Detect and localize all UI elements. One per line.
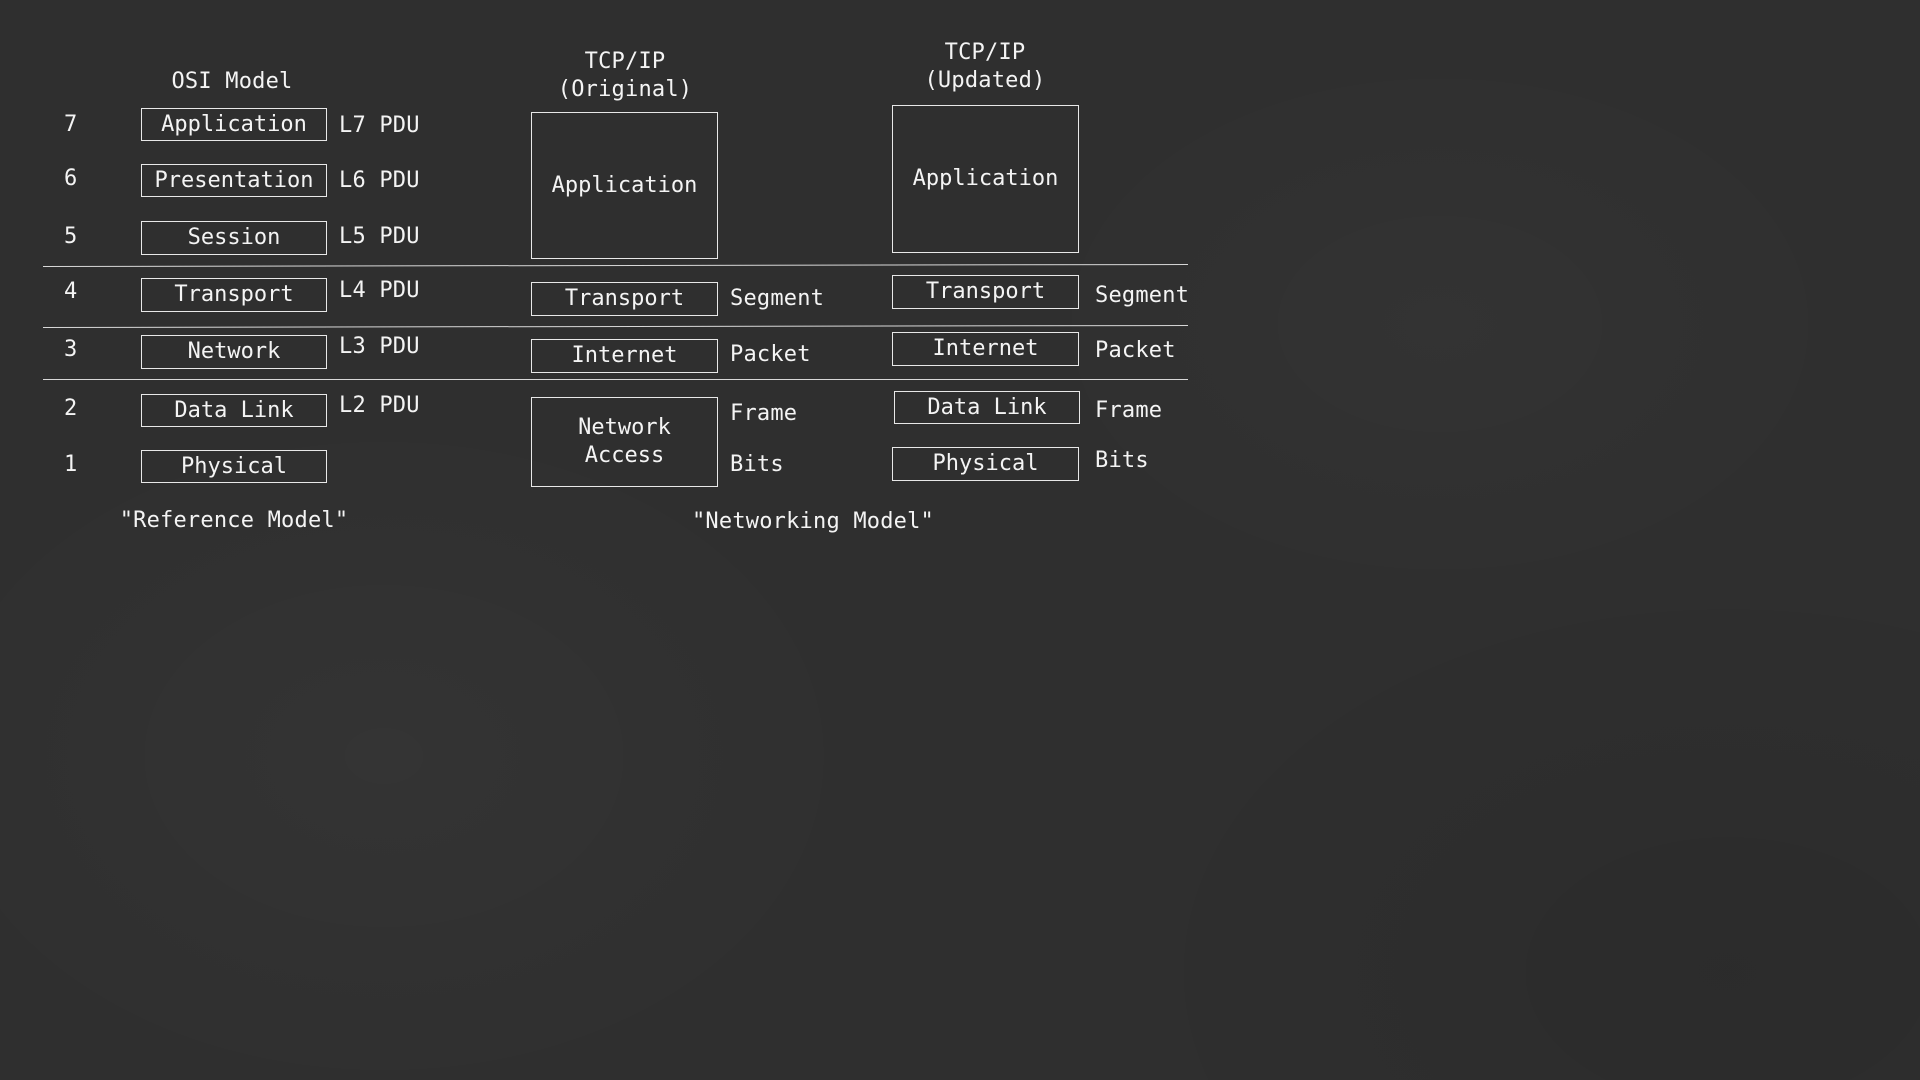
tcpip-updated-bits-label: Bits [1095,448,1149,473]
osi-layer-number-1: 1 [64,452,78,477]
tcpip-original-application-label: Application [551,172,698,198]
tcpip-original-bits-label: Bits [730,452,784,477]
osi-layer-application: Application [141,108,327,141]
osi-pdu-l6: L6 PDU [339,168,420,193]
tcpip-updated-internet-layer: Internet [892,332,1079,366]
osi-layer-data-link-label: Data Link [174,397,294,423]
osi-layer-number-6: 6 [64,166,78,191]
tcpip-updated-transport-layer: Transport [892,275,1079,309]
osi-layer-physical: Physical [141,450,327,483]
osi-layer-data-link: Data Link [141,394,327,427]
tcpip-updated-application-label: Application [912,166,1059,191]
osi-pdu-l7: L7 PDU [339,113,420,138]
osi-layer-session-label: Session [187,225,281,250]
tcpip-original-title-line1: TCP/IP [584,49,666,74]
osi-layer-presentation: Presentation [141,164,327,197]
tcpip-original-internet-label: Internet [571,343,678,368]
tcpip-original-network-access-label: Network Access [578,415,671,468]
tcpip-updated-frame-label: Frame [1095,398,1163,423]
osi-pdu-l3: L3 PDU [339,334,420,359]
osi-layer-network: Network [141,335,327,369]
separator-line-upper [43,264,1188,267]
tcpip-updated-physical-label: Physical [932,451,1039,476]
tcpip-original-transport-label: Transport [564,286,685,311]
reference-model-caption: "Reference Model" [119,508,349,533]
separator-line-middle [43,325,1188,328]
tcpip-updated-physical-layer: Physical [892,447,1079,481]
tcpip-original-network-access-layer: Network Access [531,397,718,487]
tcpip-updated-data-link-layer: Data Link [894,391,1080,424]
tcpip-updated-transport-label: Transport [925,279,1046,304]
osi-layer-number-5: 5 [64,224,78,249]
osi-layer-number-4: 4 [64,279,78,304]
osi-layer-number-2: 2 [64,396,78,421]
tcpip-updated-application-layer: Application [892,105,1079,253]
osi-layer-number-3: 3 [64,337,78,362]
osi-layer-number-7: 7 [64,112,78,137]
tcpip-original-frame-label: Frame [730,401,798,426]
osi-layer-application-label: Application [161,111,307,137]
osi-pdu-l5: L5 PDU [339,224,420,249]
osi-pdu-l2: L2 PDU [339,393,420,418]
separator-line-lower [43,379,1188,380]
networking-model-caption: "Networking Model" [691,509,935,534]
tcpip-original-title-line2: (Original) [557,77,693,102]
osi-pdu-l4: L4 PDU [339,278,420,303]
tcpip-original-packet-label: Packet [730,342,811,367]
osi-layer-presentation-label: Presentation [154,167,314,193]
tcpip-updated-segment-label: Segment [1095,283,1190,308]
tcpip-original-internet-layer: Internet [531,339,718,373]
osi-model-title: OSI Model [171,69,293,94]
tcpip-original-application-layer: Application [531,112,718,259]
tcpip-updated-packet-label: Packet [1095,338,1176,363]
tcpip-updated-title-line2: (Updated) [924,68,1046,93]
osi-layer-transport: Transport [141,278,327,312]
tcpip-updated-title-line1: TCP/IP [944,40,1026,65]
tcpip-original-segment-label: Segment [730,286,825,311]
osi-layer-network-label: Network [187,339,281,364]
osi-layer-session: Session [141,221,327,255]
osi-layer-transport-label: Transport [174,282,294,307]
tcpip-updated-internet-label: Internet [932,336,1039,361]
tcpip-original-transport-layer: Transport [531,282,718,316]
tcpip-updated-data-link-label: Data Link [927,394,1047,420]
osi-layer-physical-label: Physical [181,453,287,479]
